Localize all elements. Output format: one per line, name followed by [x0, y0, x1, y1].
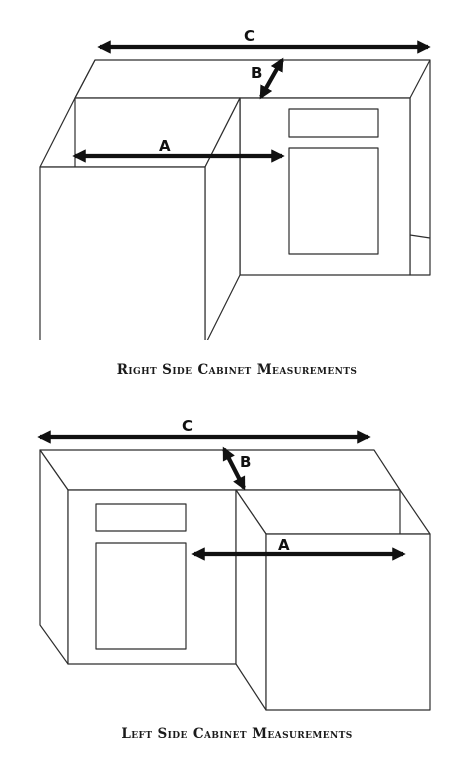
left-side-drawing: C B A — [37, 417, 431, 711]
left-back-top — [39, 449, 401, 491]
left-door — [95, 542, 187, 650]
right-side-drawing: C B A — [39, 27, 431, 340]
left-label-c: C — [182, 417, 193, 435]
left-return-front-face — [265, 533, 431, 711]
left-label-b: B — [240, 453, 251, 471]
right-door — [288, 147, 379, 255]
left-return-cabinet — [235, 489, 431, 711]
right-side-diagram: C B A — [0, 0, 474, 340]
right-return-front-face — [39, 166, 206, 340]
right-return-cabinet — [39, 97, 241, 340]
right-side-caption: Right Side Cabinet Measurements — [116, 362, 358, 378]
left-label-a: A — [278, 536, 290, 554]
left-side-diagram: C B A — [0, 400, 474, 740]
left-back-cabinet — [39, 449, 401, 665]
right-drawer — [288, 108, 379, 138]
right-label-a: A — [159, 137, 171, 155]
right-back-cabinet — [74, 59, 431, 276]
left-side-caption: Left Side Cabinet Measurements — [121, 726, 353, 742]
right-label-b: B — [251, 64, 262, 82]
right-label-c: C — [244, 27, 255, 45]
left-arrow-b — [222, 446, 246, 491]
right-arrow-b — [259, 57, 284, 100]
left-return-top — [235, 489, 431, 535]
left-drawer — [95, 503, 187, 532]
